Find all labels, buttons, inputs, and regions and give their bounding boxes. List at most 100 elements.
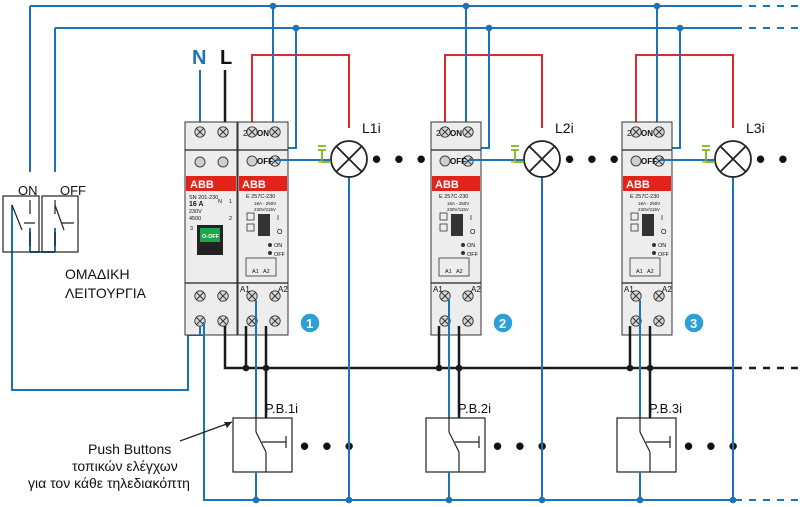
relay-terminal-off: OFF bbox=[641, 157, 657, 166]
unit-number-badge bbox=[299, 312, 321, 334]
relay-model: E 257C-230 bbox=[246, 194, 275, 200]
unit-number: 2 bbox=[499, 316, 506, 331]
relay-a1-label: A1 bbox=[445, 269, 452, 275]
unit-number-badge bbox=[492, 312, 514, 334]
unit-number: 3 bbox=[690, 316, 697, 331]
lamp-label: L2i bbox=[555, 120, 574, 136]
group-switch-on[interactable] bbox=[2, 195, 40, 253]
line-label: L bbox=[220, 47, 232, 69]
breaker-handle-label: O-OFF bbox=[202, 234, 220, 240]
lamp-2 bbox=[523, 140, 561, 178]
relay-model: E 257C-230 bbox=[439, 194, 468, 200]
relay-coil: 230V/115V bbox=[447, 207, 469, 212]
neutral-label: N bbox=[192, 47, 206, 69]
lamp-3 bbox=[714, 140, 752, 178]
relay-spec: 16A - 250V bbox=[447, 201, 469, 206]
relay-indicator-on: ON bbox=[274, 243, 282, 249]
relay-state-i: I bbox=[661, 215, 663, 222]
relay-terminal-2: 2 bbox=[243, 129, 248, 138]
lamp-feed-wire bbox=[251, 54, 350, 128]
lamp-continuation: • • • bbox=[372, 144, 429, 174]
lamp-feed-wire bbox=[635, 54, 734, 128]
push-button-continuation: • • • bbox=[684, 431, 741, 461]
breaker-class: 3 bbox=[190, 226, 193, 232]
breaker-rating: 16 A bbox=[189, 201, 204, 208]
relay-indicator-off: OFF bbox=[274, 252, 286, 258]
breaker-voltage: 230V bbox=[189, 209, 202, 215]
relay-terminal-on: ON bbox=[641, 129, 653, 138]
relay-terminal-2: 2 bbox=[627, 129, 632, 138]
lamp-1 bbox=[330, 140, 368, 178]
relay-a1-terminal: A1 bbox=[433, 285, 443, 294]
relay-indicator-off: OFF bbox=[467, 252, 479, 258]
relay-a2-label: A2 bbox=[647, 269, 654, 275]
lamp-label: L1i bbox=[362, 120, 381, 136]
relay-state-o: O bbox=[277, 229, 283, 236]
annotation-line1: Push Buttons bbox=[88, 441, 171, 457]
main-breaker bbox=[184, 121, 238, 336]
relay-a1-terminal: A1 bbox=[240, 285, 250, 294]
bus-wire-black bbox=[223, 326, 735, 370]
relay-spec: 16A - 250V bbox=[638, 201, 660, 206]
relay-indicator-off: OFF bbox=[658, 252, 670, 258]
breaker-pole-n: N bbox=[218, 199, 222, 205]
relay-spec: 16A - 250V bbox=[254, 201, 276, 206]
relay-lever[interactable] bbox=[451, 214, 463, 236]
group-switch-off[interactable] bbox=[41, 195, 79, 253]
relay-lever[interactable] bbox=[642, 214, 654, 236]
relay-indicator-on: ON bbox=[467, 243, 475, 249]
relay-brand: ABB bbox=[626, 179, 650, 191]
relay-lever[interactable] bbox=[258, 214, 270, 236]
relay-terminal-off: OFF bbox=[257, 157, 273, 166]
annotation-line2: τοπικών ελέγχων bbox=[72, 458, 178, 474]
relay-state-i: I bbox=[470, 215, 472, 222]
relay-terminal-on: ON bbox=[257, 129, 269, 138]
lamp-label: L3i bbox=[746, 120, 765, 136]
lamp-feed-wire bbox=[444, 54, 543, 128]
push-button-2[interactable] bbox=[425, 417, 486, 473]
push-button-label: P.B.1i bbox=[265, 401, 298, 416]
relay-a2-terminal: A2 bbox=[278, 285, 288, 294]
relay-a2-label: A2 bbox=[263, 269, 270, 275]
unit-number-badge bbox=[683, 312, 705, 334]
unit-number: 1 bbox=[306, 316, 313, 331]
push-button-label: P.B.3i bbox=[649, 401, 682, 416]
relay-a2-terminal: A2 bbox=[662, 285, 672, 294]
lamp-continuation: • • • bbox=[756, 144, 800, 174]
relay-a1-terminal: A1 bbox=[624, 285, 634, 294]
group-switch-off-label: OFF bbox=[60, 183, 86, 198]
relay-terminal-off: OFF bbox=[450, 157, 466, 166]
relay-coil: 230V/115V bbox=[638, 207, 660, 212]
push-button-3[interactable] bbox=[616, 417, 677, 473]
relay-indicator-on: ON bbox=[658, 243, 666, 249]
group-caption-line2: ΛΕΙΤΟΥΡΓΙΑ bbox=[65, 285, 147, 301]
breaker-brand: ABB bbox=[190, 179, 214, 191]
annotation-line3: για τον κάθε τηλεδιακόπτη bbox=[28, 475, 190, 491]
annotation-arrow bbox=[179, 421, 233, 442]
relay-a2-terminal: A2 bbox=[471, 285, 481, 294]
relay-a2-label: A2 bbox=[456, 269, 463, 275]
push-button-1[interactable] bbox=[232, 417, 293, 473]
relay-state-o: O bbox=[470, 229, 476, 236]
push-button-continuation: • • • bbox=[300, 431, 357, 461]
breaker-pole-1: 1 bbox=[229, 199, 232, 205]
relay-coil: 230V/115V bbox=[254, 207, 276, 212]
relay-a1-label: A1 bbox=[252, 269, 259, 275]
group-switch-on-label: ON bbox=[18, 183, 38, 198]
relay-terminal-on: ON bbox=[450, 129, 462, 138]
relay-a1-label: A1 bbox=[636, 269, 643, 275]
relay-brand: ABB bbox=[435, 179, 459, 191]
relay-model: E 257C-230 bbox=[630, 194, 659, 200]
breaker-breaking: 4500 bbox=[189, 216, 201, 222]
bus-wire-bottom bbox=[203, 322, 735, 501]
breaker-pole-2: 2 bbox=[229, 216, 232, 222]
relay-state-i: I bbox=[277, 215, 279, 222]
push-button-continuation: • • • bbox=[493, 431, 550, 461]
breaker-model: SN 201-230 bbox=[189, 195, 218, 201]
relay-terminal-2: 2 bbox=[436, 129, 441, 138]
lamp-continuation: • • • bbox=[565, 144, 622, 174]
